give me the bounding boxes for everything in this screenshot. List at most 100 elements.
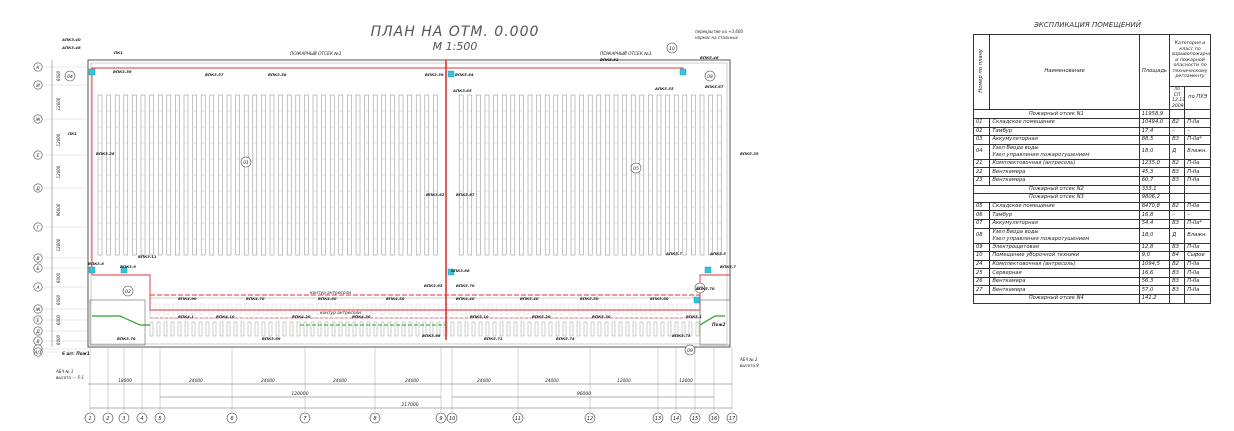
note-label: перекрытие на +3,600 [695,29,743,34]
mezzanine-cell [694,303,701,315]
dim-label: 6000 [56,294,61,305]
axis-bubble [670,412,682,424]
room-class: Сырое [1184,251,1211,261]
dim-label: 24000 [405,378,419,384]
lower-rack [632,321,637,337]
mezzanine-cell [271,303,278,315]
outlet-label: ПК1 [68,131,77,136]
lower-rack [156,321,161,337]
mezzanine-cell [199,303,206,315]
dim-total: 96000 [577,391,591,397]
outlet-label: ВПК5.71 [484,336,503,341]
empty-cell [1169,184,1186,195]
axis-number: 1 [88,416,91,422]
axis-number: 8 [373,416,376,422]
axis-number: 14 [673,416,679,422]
room-category: Д [1169,227,1186,244]
header-name: Наименование [989,33,1140,111]
room-area: 16,6 [1138,268,1171,278]
room-tag-circle [240,156,252,168]
outlet-label: ВПК5.35 [740,151,759,156]
axis-number: 16 [711,416,717,422]
outlet-label: ВПК3.8 [88,261,104,266]
lower-rack [597,321,602,337]
header-pue: по ПУЭ [1184,85,1211,111]
lower-rack [590,321,595,337]
outlet-label: ВПК4.40 [456,296,475,301]
lower-rack [639,321,644,337]
outlet-label: АПК5.55 [654,86,674,91]
outlet-label: ВПК3.9 [120,264,136,269]
mezzanine-cell [658,303,665,315]
room-area: 1235,0 [1138,158,1171,169]
building-outline [87,59,731,348]
lower-rack [184,321,189,337]
room-area: 16,8 [1138,210,1171,220]
room-name: Тамбур [989,126,1140,137]
lower-rack [527,321,532,337]
mezzanine-cell [253,303,260,315]
dim-label: 24000 [545,378,559,384]
lower-rack [576,321,581,337]
room-category: В2 [1169,158,1186,169]
dim-label: 6000 [56,272,61,283]
room-category: В3 [1169,285,1186,296]
plan-svg: 1234567891011121314151617КИЖЕДГВБАЖЕДВАА… [33,29,759,424]
outlet-label: ВПК3.65 [424,283,443,288]
room-class: П-IIа [1184,285,1211,296]
outlet-label: ВПК5.50 [580,296,599,301]
room-class: П-IIа [1184,158,1211,169]
lower-rack [667,321,672,337]
axis-number: 9 [439,416,442,422]
room-name: Складское помещение [989,117,1140,128]
room-name-line1: Узел Ввода воды [992,228,1039,235]
room-category: В3 [1169,135,1186,145]
room-name: Аккумуляторная [989,135,1140,145]
axis-bubble [102,412,114,424]
lower-rack [548,321,553,337]
outlet-label: ВПК4.30 [352,314,371,319]
mezzanine-cell [541,303,548,315]
lower-rack [219,321,224,337]
outlet-label: ВПК5.40 [520,296,539,301]
room-name: Электрощитовая [989,242,1140,253]
mezzanine-cell [505,303,512,315]
room-tag: 02 [125,289,131,295]
room-class: П-IIа [1184,259,1211,270]
room-name-line1: Комплектовочная (антресоль) [992,260,1076,267]
room-name-line1: Аккумуляторная [992,220,1038,227]
lower-rack [240,321,245,337]
lower-rack [688,321,693,337]
axis-number: 3 [122,416,125,422]
room-area: 1094,5 [1138,259,1171,270]
outlet-label: ВПК5.67 [705,84,724,89]
room-tag-circle [684,344,696,356]
axis-letter: Д [35,186,40,192]
outlet-label: ВПК4.90 [178,296,197,301]
dim-label: 18000 [118,378,132,384]
room-number: 06 [972,210,991,220]
dim-label: 12000 [679,378,693,384]
room-category: В3 [1169,167,1186,177]
mezzanine-cell [559,303,566,315]
unit-label: высота — 5-1 [56,375,84,380]
room-name: Венткамера [989,167,1140,177]
mezzanine-cell [406,303,413,315]
axis-bubble [118,412,130,424]
room-name-line1: Венткамера [992,286,1026,293]
mezzanine-cell [496,303,503,315]
unit-label: АБЧ № 2 [739,357,758,362]
mezzanine-cell [172,303,179,315]
axis-letter: Е [37,153,40,159]
room-category: – [1169,210,1186,220]
outlet-label: ВПК3.11 [138,254,157,259]
lower-rack [275,321,280,337]
